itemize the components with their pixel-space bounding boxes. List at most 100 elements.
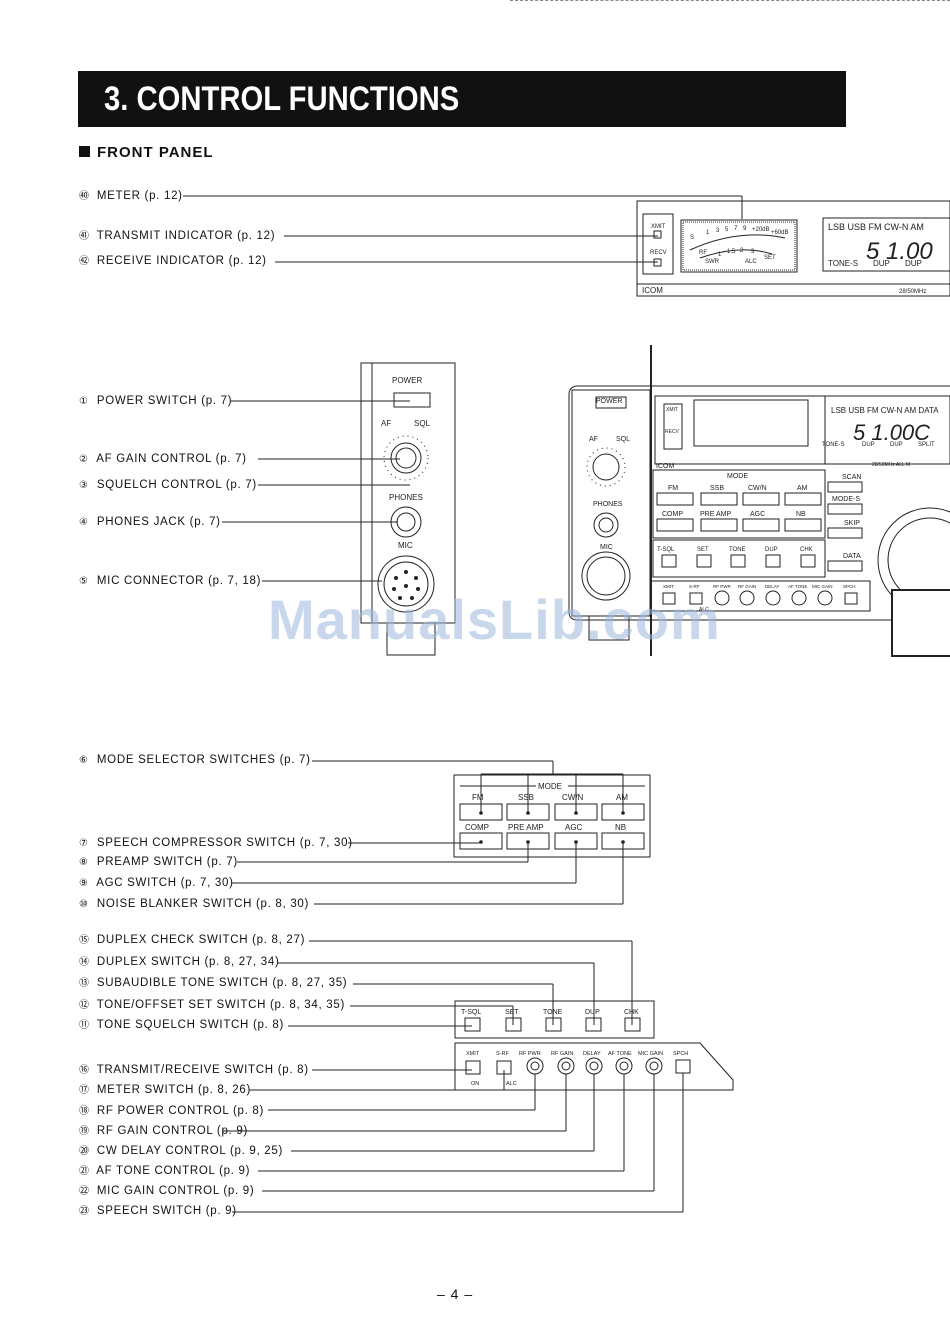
section-heading: FRONT PANEL (79, 144, 214, 161)
svg-text:SQL: SQL (616, 436, 630, 443)
svg-text:ICOM: ICOM (656, 463, 674, 470)
meter-display-strip (636, 200, 950, 297)
mode-selector-detail (453, 774, 651, 858)
svg-text:MIC GAIN: MIC GAIN (812, 584, 833, 589)
svg-text:+20dB: +20dB (752, 227, 770, 233)
svg-text:S: S (690, 235, 694, 241)
svg-text:DUP: DUP (862, 442, 875, 448)
svg-text:3: 3 (716, 228, 720, 234)
svg-text:RF GAIN: RF GAIN (738, 584, 756, 589)
svg-text:TONE-S: TONE-S (828, 259, 858, 268)
display-frequency: 5 1.00 (866, 238, 933, 265)
svg-text:5: 5 (725, 227, 729, 233)
callout-phones-jack: ④ PHONES JACK (p. 7) (79, 516, 221, 528)
callout-squelch: ③ SQUELCH CONTROL (p. 7) (79, 479, 257, 491)
svg-text:SKIP: SKIP (844, 520, 860, 527)
callout-agc: ⑨ AGC SWITCH (p. 7, 30) (79, 877, 234, 889)
svg-text:AF TONE: AF TONE (788, 584, 807, 589)
rf-pwr-label: RF PWR (519, 1051, 541, 1057)
svg-text:TONE: TONE (729, 547, 746, 553)
icom-logo: ICOM (642, 286, 663, 295)
on-label: ON (471, 1081, 479, 1087)
svg-text:DUP: DUP (890, 442, 903, 448)
svg-text:MODE: MODE (727, 473, 748, 480)
spch-label: SPCH (673, 1051, 688, 1057)
svg-text:XMIT: XMIT (666, 407, 678, 413)
phones-label: PHONES (389, 493, 423, 502)
callout-rf-gain: ⑲ RF GAIN CONTROL (p. 9) (79, 1125, 248, 1137)
svg-text:28/50MHz ALL M: 28/50MHz ALL M (872, 462, 910, 468)
callout-preamp: ⑧ PREAMP SWITCH (p. 7) (79, 856, 238, 868)
callout-af-tone: ㉑ AF TONE CONTROL (p. 9) (79, 1165, 251, 1177)
svg-text:1: 1 (718, 252, 722, 258)
front-panel-overview-buttons (656, 481, 863, 606)
callout-rf-power: ⑱ RF POWER CONTROL (p. 8) (79, 1105, 265, 1117)
svg-text:ALC: ALC (745, 259, 757, 265)
svg-text:AGC: AGC (750, 511, 765, 518)
svg-text:AM: AM (797, 485, 808, 492)
left-panel-text: POWER AF SQL PHONES MIC (381, 376, 431, 550)
callout-tone-squelch: ⑪ TONE SQUELCH SWITCH (p. 8) (79, 1019, 285, 1031)
alc-label: ALC (506, 1081, 517, 1087)
front-panel-overview (568, 345, 950, 657)
square-bullet-icon (79, 146, 90, 157)
set-label: SET (505, 1009, 519, 1016)
mode-selector-text: MODE FM SSB CW/N AM COMP PRE AMP AGC NB (465, 782, 628, 832)
svg-text:SPCH: SPCH (843, 584, 856, 589)
callout-af-gain: ② AF GAIN CONTROL (p. 7) (79, 453, 247, 465)
bottom-row-text: XMIT S-RF RF PWR RF GAIN DELAY AF TONE M… (466, 1051, 688, 1087)
svg-text:RF: RF (699, 250, 707, 256)
preamp-label: PRE AMP (508, 823, 544, 832)
svg-text:1: 1 (706, 230, 710, 236)
callout-cw-delay: ⑳ CW DELAY CONTROL (p. 9, 25) (79, 1145, 284, 1157)
svg-text:5 1.00C: 5 1.00C (853, 420, 930, 445)
callout-noise-blanker: ⑩ NOISE BLANKER SWITCH (p. 8, 30) (79, 898, 310, 910)
power-label: POWER (392, 376, 422, 385)
svg-text:TONE-S: TONE-S (822, 442, 845, 448)
svg-text:SCAN: SCAN (842, 474, 861, 481)
recv-indicator-label: RECV (650, 250, 667, 256)
svg-text:S-RF: S-RF (689, 584, 700, 589)
callout-speech-switch: ㉓ SPEECH SWITCH (p. 9) (79, 1205, 237, 1217)
callout-duplex-check: ⑮ DUPLEX CHECK SWITCH (p. 8, 27) (79, 934, 306, 946)
svg-text:T-SQL: T-SQL (657, 547, 675, 553)
svg-text:NB: NB (796, 511, 806, 518)
svg-text:DELAY: DELAY (765, 584, 779, 589)
af-label: AF (381, 419, 391, 428)
delay-label: DELAY (583, 1051, 601, 1057)
svg-text:1.5: 1.5 (727, 249, 736, 255)
top-rule (510, 0, 950, 3)
svg-text:DATA: DATA (843, 553, 861, 560)
mode-cwn-label: CW/N (562, 793, 584, 802)
callout-meter: ㊵ METER (p. 12) (79, 190, 183, 202)
sql-label: SQL (414, 419, 431, 428)
callout-transmit-receive: ⑯ TRANSMIT/RECEIVE SWITCH (p. 8) (79, 1064, 309, 1076)
mic-pins (392, 570, 420, 600)
mode-fm-label: FM (472, 793, 484, 802)
callout-power-switch: ① POWER SWITCH (p. 7) (79, 395, 233, 407)
svg-text:9: 9 (743, 226, 747, 232)
svg-text:SPLIT: SPLIT (918, 442, 935, 448)
svg-text:PHONES: PHONES (593, 501, 623, 508)
svg-text:DUP: DUP (905, 259, 922, 268)
svg-text:CW/N: CW/N (748, 485, 767, 492)
svg-text:7: 7 (734, 226, 738, 232)
svg-text:SWR: SWR (705, 259, 720, 265)
mode-ssb-label: SSB (518, 793, 534, 802)
callout-speech-compressor: ⑦ SPEECH COMPRESSOR SWITCH (p. 7, 30) (79, 837, 353, 849)
af-tone-label: AF TONE (608, 1051, 632, 1057)
svg-text:+60dB: +60dB (771, 230, 789, 236)
svg-text:ALC: ALC (699, 607, 709, 613)
s-rf-label: S-RF (496, 1051, 509, 1057)
svg-text:SSB: SSB (710, 485, 724, 492)
svg-text:MODE-S: MODE-S (832, 496, 860, 503)
watermark: ManualsLib.com (268, 588, 721, 651)
page-title: 3. CONTROL FUNCTIONS (104, 80, 460, 118)
svg-text:3: 3 (751, 249, 755, 255)
title-bar: 3. CONTROL FUNCTIONS (78, 71, 846, 127)
svg-text:XMIT: XMIT (663, 584, 674, 589)
svg-text:SET: SET (764, 255, 776, 261)
svg-text:RF PWR: RF PWR (713, 584, 731, 589)
